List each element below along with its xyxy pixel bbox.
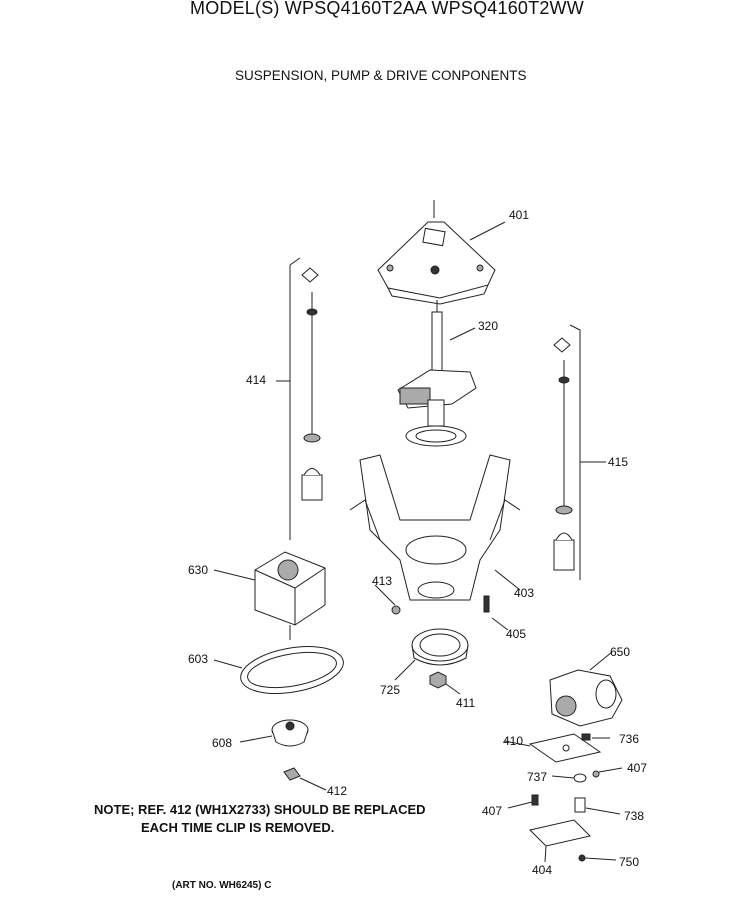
part-405-shape — [483, 595, 509, 631]
label-411: 411 — [456, 696, 475, 710]
part-608-shape — [239, 719, 309, 747]
part-413-shape — [374, 584, 401, 615]
label-630: 630 — [188, 563, 208, 577]
label-650: 650 — [610, 645, 630, 659]
part-410-shape — [504, 733, 602, 763]
part-407b-shape — [507, 794, 539, 809]
label-412: 412 — [327, 784, 347, 798]
part-630-shape — [213, 551, 326, 640]
label-414: 414 — [246, 373, 266, 387]
note-line-2: EACH TIME CLIP IS REMOVED. — [141, 820, 335, 835]
label-738: 738 — [624, 809, 644, 823]
label-737: 737 — [527, 770, 547, 784]
art-number: (ART NO. WH6245) C — [172, 880, 272, 891]
label-736: 736 — [619, 732, 639, 746]
label-603: 603 — [188, 652, 208, 666]
part-407a-shape — [592, 767, 623, 778]
label-750: 750 — [619, 855, 639, 869]
label-415: 415 — [608, 455, 628, 469]
part-603-shape — [213, 646, 344, 694]
model-title: MODEL(S) WPSQ4160T2AA WPSQ4160T2WW — [190, 0, 584, 18]
part-404-shape — [529, 819, 591, 863]
label-407-left: 407 — [482, 804, 502, 818]
label-410: 410 — [503, 734, 523, 748]
label-404: 404 — [532, 863, 552, 877]
label-413: 413 — [372, 574, 392, 588]
part-414-shape — [276, 257, 323, 540]
label-320: 320 — [478, 319, 498, 333]
label-401: 401 — [509, 208, 529, 222]
diagram-subtitle: SUSPENSION, PUMP & DRIVE CONPONENTS — [235, 68, 527, 83]
note-line-1: NOTE; REF. 412 (WH1X2733) SHOULD BE REPL… — [94, 802, 426, 817]
part-725-shape — [394, 628, 469, 681]
part-401-shape — [377, 200, 506, 305]
label-725: 725 — [380, 683, 400, 697]
label-407-right: 407 — [627, 761, 647, 775]
part-738-shape — [574, 797, 621, 815]
part-650-shape — [549, 651, 623, 727]
part-412-shape — [283, 767, 327, 791]
part-320-shape — [397, 300, 477, 447]
part-411-shape — [429, 671, 461, 695]
label-403: 403 — [514, 586, 534, 600]
part-403-shape — [349, 454, 521, 601]
part-737-shape — [551, 773, 587, 783]
label-608: 608 — [212, 736, 232, 750]
part-750-shape — [578, 854, 617, 862]
part-415-shape — [553, 324, 606, 580]
part-736-shape — [581, 733, 610, 741]
label-405: 405 — [506, 627, 526, 641]
